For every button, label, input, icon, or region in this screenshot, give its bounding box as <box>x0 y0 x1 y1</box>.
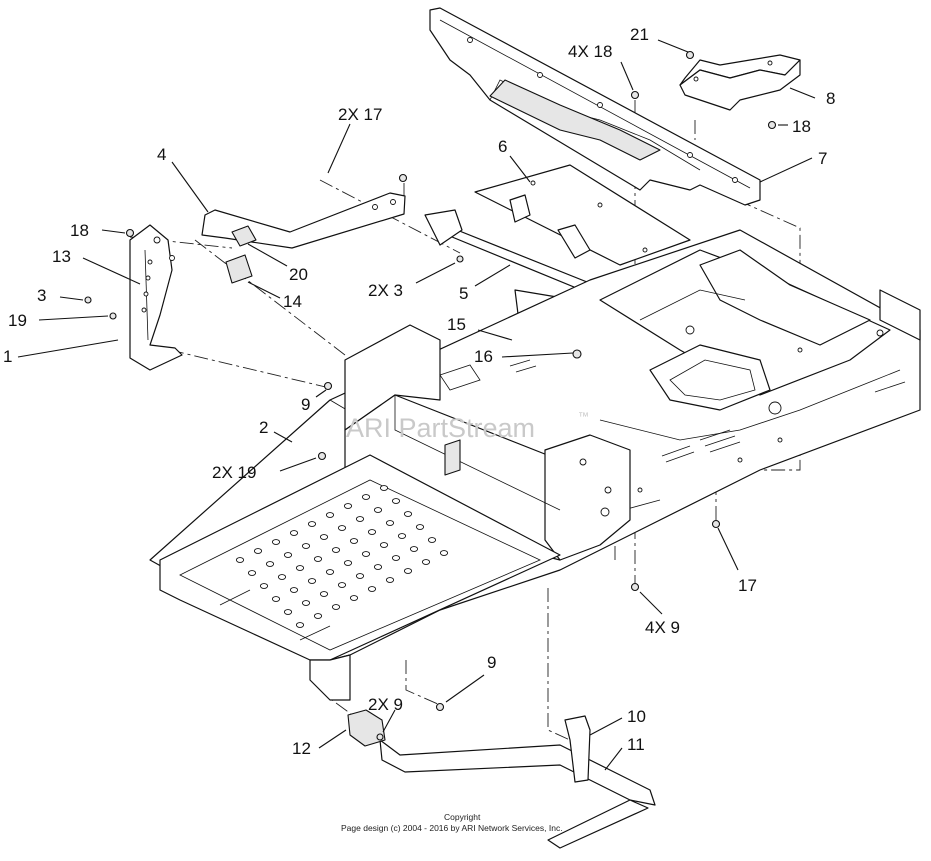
callout-6: 6 <box>498 137 507 156</box>
floor-hole <box>343 560 353 566</box>
floor-hole <box>373 507 383 513</box>
floor-hole <box>277 574 287 580</box>
floor-hole <box>373 564 383 570</box>
callout-18-right: 18 <box>792 117 811 136</box>
floor-hole <box>427 537 437 543</box>
callout-15: 15 <box>447 315 466 334</box>
floor-hole <box>271 596 281 602</box>
callout-labels: 21 4X 18 8 18 7 2X 17 6 4 18 13 20 3 14 … <box>3 25 835 758</box>
callout-18-left: 18 <box>70 221 89 240</box>
leader-lines <box>17 39 816 771</box>
callout-21: 21 <box>630 25 649 44</box>
callout-2x19: 2X 19 <box>212 463 256 482</box>
callout-2x17: 2X 17 <box>338 105 382 124</box>
floor-hole <box>295 622 305 628</box>
floor-hole <box>355 573 365 579</box>
callout-16: 16 <box>474 347 493 366</box>
floor-hole <box>307 578 317 584</box>
floor-hole <box>379 542 389 548</box>
floor-hole <box>361 494 371 500</box>
floor-hole <box>355 516 365 522</box>
watermark: ARI PartStream <box>346 413 535 443</box>
callout-17: 17 <box>738 576 757 595</box>
callout-2: 2 <box>259 418 268 437</box>
floor-hole <box>331 604 341 610</box>
callout-2x3: 2X 3 <box>368 281 403 300</box>
callout-13: 13 <box>52 247 71 266</box>
floor-pan <box>159 454 561 701</box>
floor-hole <box>367 586 377 592</box>
floor-hole <box>259 583 269 589</box>
callout-9-upper: 9 <box>301 395 310 414</box>
callout-14: 14 <box>283 292 302 311</box>
copyright-line-1: Copyright <box>444 812 481 822</box>
callout-4: 4 <box>157 145 166 164</box>
floor-hole <box>343 503 353 509</box>
floor-hole <box>403 511 413 517</box>
floor-hole <box>295 565 305 571</box>
callout-20: 20 <box>289 265 308 284</box>
floor-hole <box>361 551 371 557</box>
callout-3: 3 <box>37 286 46 305</box>
floor-hole <box>421 559 431 565</box>
floor-hole <box>253 548 263 554</box>
pedal-bracket <box>129 224 183 371</box>
floor-hole <box>325 569 335 575</box>
floor-hole <box>325 512 335 518</box>
floor-hole <box>337 525 347 531</box>
floor-hole <box>265 561 275 567</box>
floor-hole <box>289 587 299 593</box>
floor-hole <box>313 556 323 562</box>
floor-hole <box>331 547 341 553</box>
rear-cross-frame <box>429 7 761 206</box>
floor-hole <box>409 546 419 552</box>
callout-11: 11 <box>627 735 645 754</box>
pedal-arm <box>201 192 406 284</box>
floor-hole <box>337 582 347 588</box>
callout-12: 12 <box>292 739 311 758</box>
floor-hole <box>289 530 299 536</box>
fasteners <box>84 50 777 741</box>
floor-hole <box>247 570 257 576</box>
callout-2x9: 2X 9 <box>368 695 403 714</box>
floor-hole <box>319 591 329 597</box>
floor-hole <box>403 568 413 574</box>
floor-hole <box>283 609 293 615</box>
callout-10: 10 <box>627 707 646 726</box>
floor-holes <box>235 485 449 628</box>
floor-hole <box>349 595 359 601</box>
callout-4x18: 4X 18 <box>568 42 612 61</box>
floor-hole <box>307 521 317 527</box>
floor-hole <box>367 529 377 535</box>
floor-hole <box>319 534 329 540</box>
callout-5: 5 <box>459 284 468 303</box>
callout-1: 1 <box>3 347 12 366</box>
callout-4x9: 4X 9 <box>645 618 680 637</box>
floor-hole <box>415 524 425 530</box>
floor-hole <box>349 538 359 544</box>
lever-rod <box>347 709 656 849</box>
floor-hole <box>301 543 311 549</box>
bracket-plate <box>679 54 801 111</box>
seat-box <box>344 324 631 561</box>
floor-hole <box>379 485 389 491</box>
floor-hole <box>385 577 395 583</box>
floor-hole <box>283 552 293 558</box>
watermark-tm: ™ <box>578 411 589 423</box>
floor-hole <box>313 613 323 619</box>
floor-hole <box>235 557 245 563</box>
floor-hole <box>391 498 401 504</box>
callout-19: 19 <box>8 311 27 330</box>
floor-hole <box>439 550 449 556</box>
copyright-line-2: Page design (c) 2004 - 2016 by ARI Netwo… <box>341 823 563 833</box>
callout-9-lower: 9 <box>487 653 496 672</box>
floor-hole <box>385 520 395 526</box>
floor-hole <box>271 539 281 545</box>
callout-7: 7 <box>818 149 827 168</box>
callout-8: 8 <box>826 89 835 108</box>
floor-hole <box>397 533 407 539</box>
floor-hole <box>391 555 401 561</box>
floor-hole <box>301 600 311 606</box>
